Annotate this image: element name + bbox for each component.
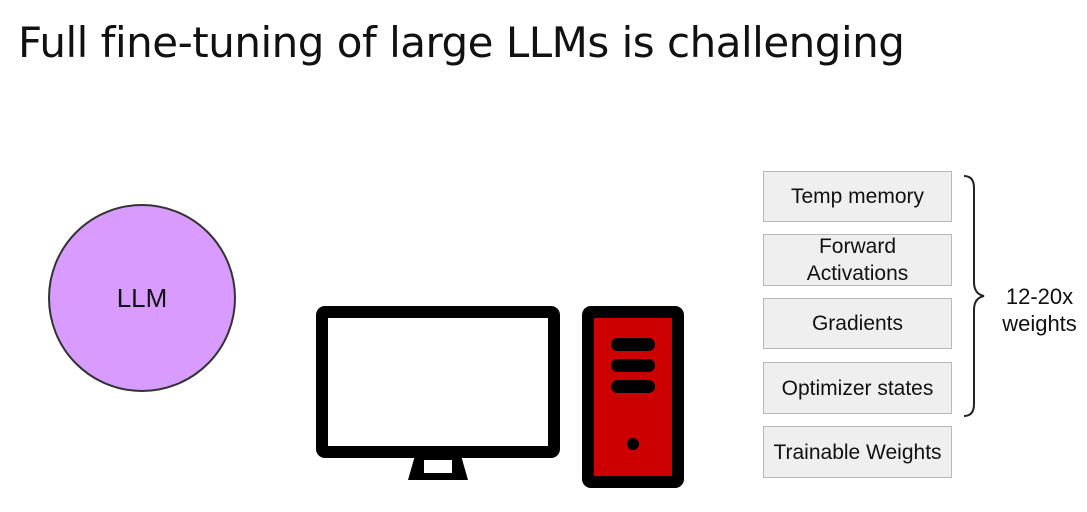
tower-case [582,306,684,488]
tower-power-button [627,438,639,450]
stack-label: Optimizer states [781,376,934,400]
tower-slot-1 [611,338,655,351]
computer-icon [316,306,684,488]
stack-box-temp-memory: Temp memory [763,171,952,222]
stack-box-gradients: Gradients [763,298,952,349]
tower-slot-3 [611,380,655,393]
stack-box-optimizer-states: Optimizer states [763,362,952,414]
page-title: Full fine-tuning of large LLMs is challe… [18,18,905,67]
tower-slot-2 [611,359,655,372]
monitor-screen [316,306,560,458]
stack-label: Temp memory [790,185,925,208]
monitor-stand-cutout [424,460,452,473]
right-brace-icon [963,175,985,417]
llm-circle: LLM [48,204,236,392]
stack-label: Forward Activations [806,235,909,285]
brace-label-line1: 12-20x [1005,284,1074,309]
llm-label: LLM [116,282,168,313]
stack-label: Gradients [811,312,904,335]
stack-box-forward-activations: Forward Activations [763,234,952,286]
stack-box-trainable-weights: Trainable Weights [763,426,952,478]
brace-label: 12-20x weights [992,283,1087,337]
stack-label: Trainable Weights [773,440,942,464]
brace-label-line2: weights [1002,311,1077,336]
